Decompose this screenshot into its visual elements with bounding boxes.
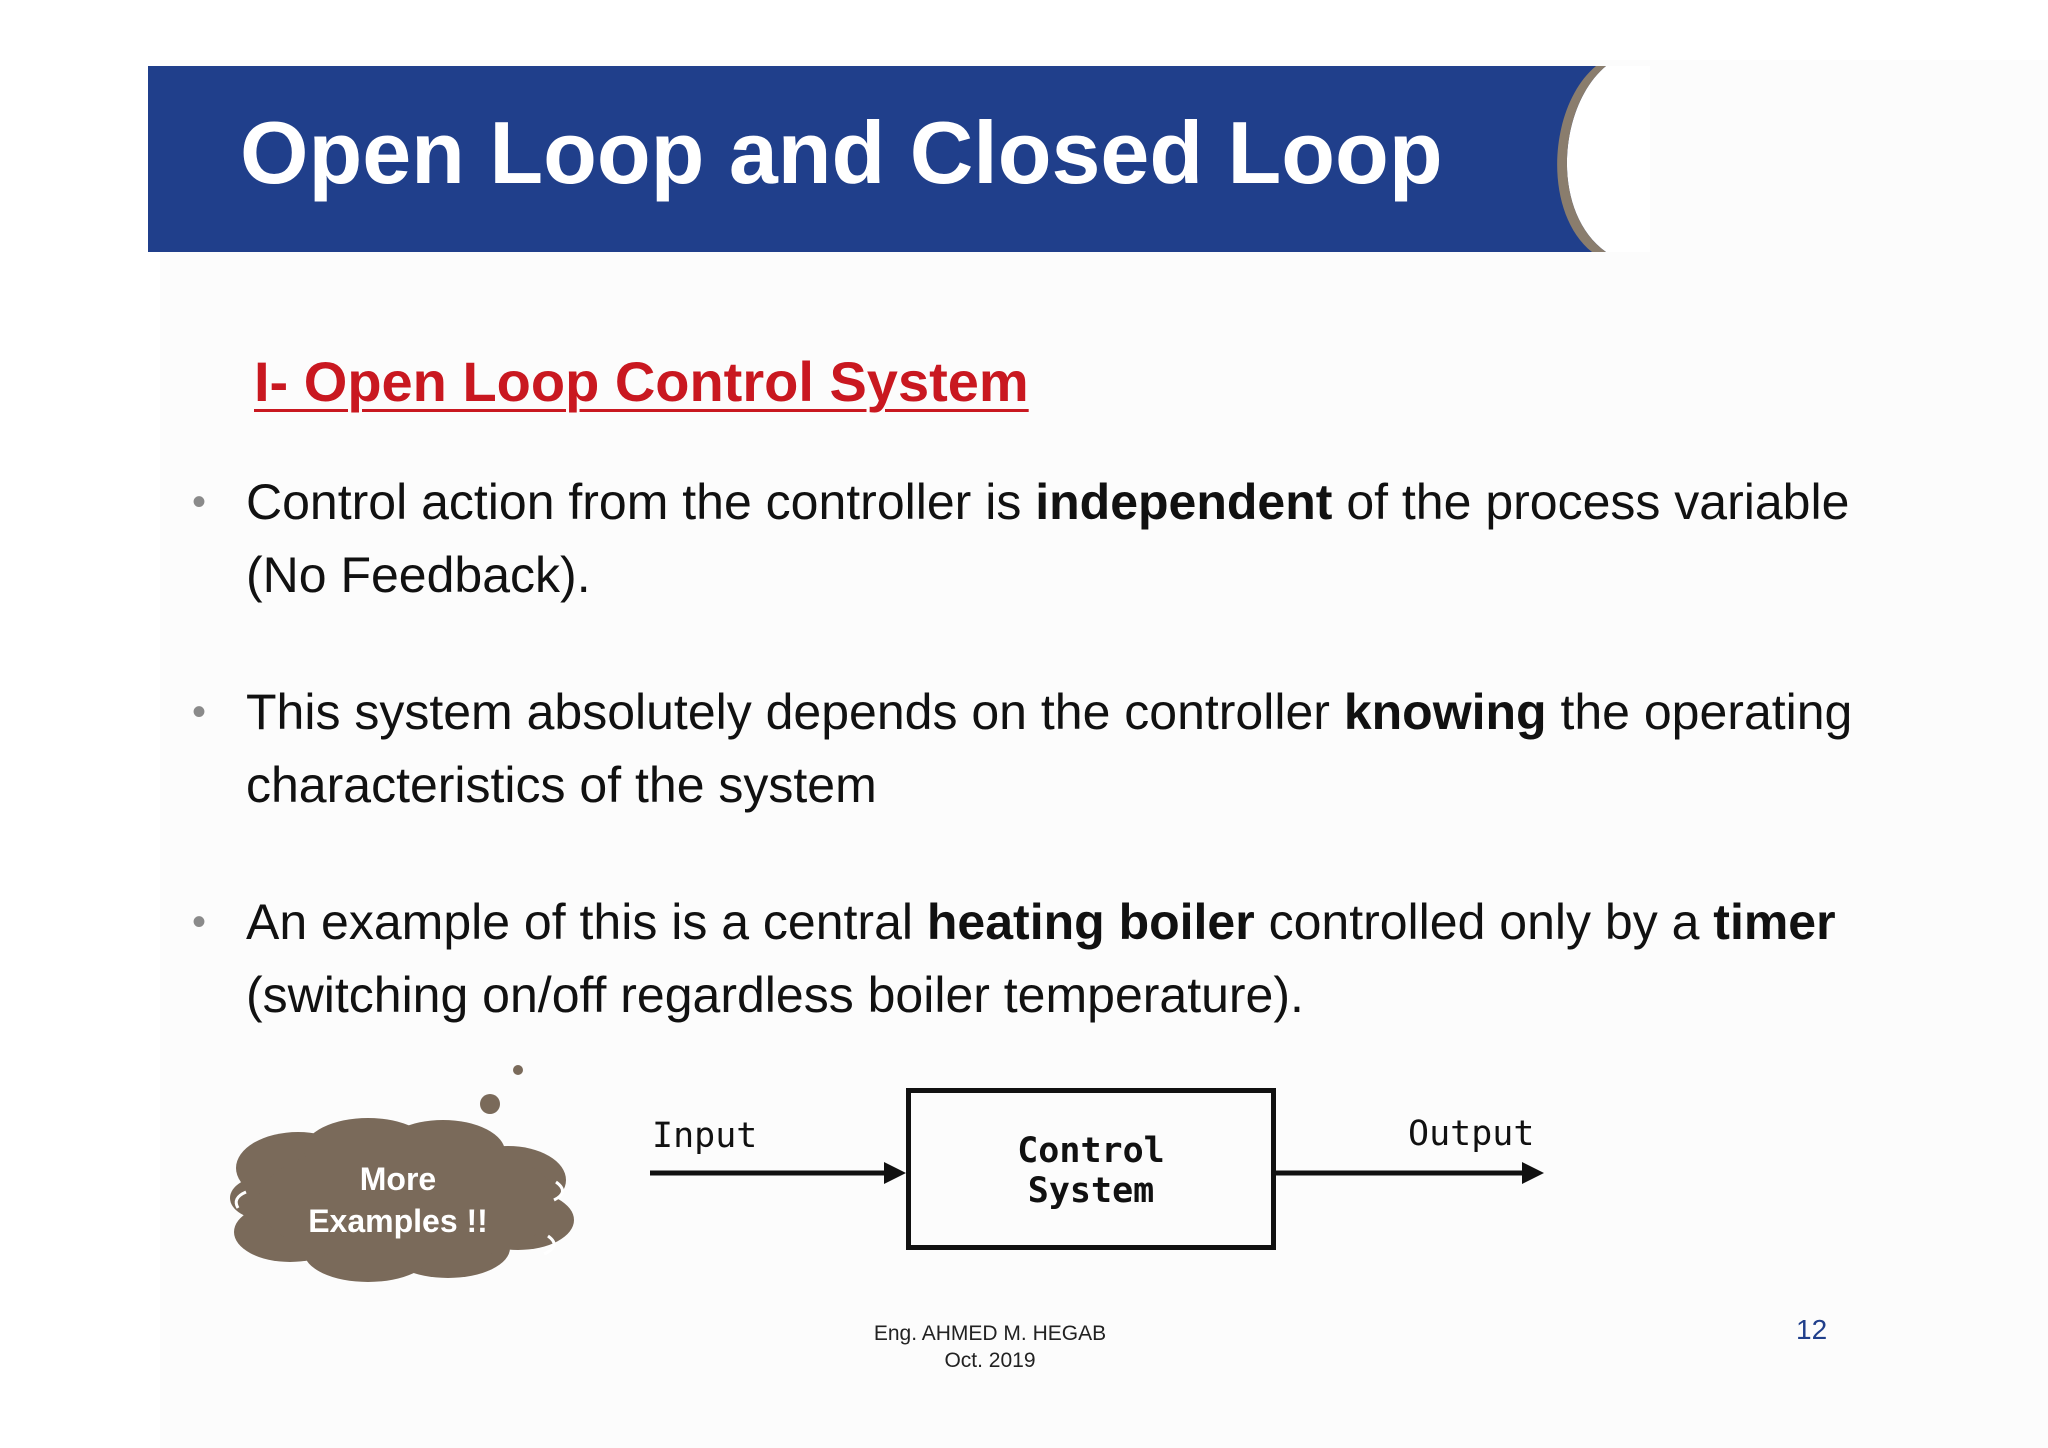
open-loop-block-diagram: Input Output Control System [640, 1080, 1560, 1280]
more-examples-callout[interactable]: More Examples !! [218, 1040, 598, 1285]
bullet-dot-icon: • [192, 480, 207, 524]
callout-text: More Examples !! [248, 1158, 548, 1242]
bullet-item-3: • An example of this is a central heatin… [192, 886, 1872, 1032]
title-curve-decoration [1557, 66, 1650, 252]
footer-date: Oct. 2019 [944, 1349, 1036, 1372]
bullet-3-text-a: An example of this is a central [246, 894, 927, 950]
footer-author: Eng. AHMED M. HEGAB [873, 1322, 1107, 1345]
input-arrow-head [884, 1162, 906, 1184]
box-line-1: Control [1017, 1131, 1165, 1171]
bullet-3-text-b: controlled only by a [1254, 894, 1714, 950]
bullet-1-text-b: of the process variable (No Feedback). [246, 474, 1850, 603]
output-arrow-head [1522, 1162, 1544, 1184]
bullet-1-bold-independent: independent [1035, 474, 1333, 530]
input-label: Input [652, 1116, 758, 1156]
bullet-dot-icon: • [192, 690, 207, 734]
bullet-2-text-a: This system absolutely depends on the co… [246, 684, 1344, 740]
output-label: Output [1408, 1114, 1535, 1154]
bullet-2-bold-knowing: knowing [1343, 684, 1547, 740]
bullet-dot-icon: • [192, 900, 207, 944]
bullet-2-text-b: the operating characteristics of the sys… [246, 684, 1853, 813]
section-heading: I- Open Loop Control System [254, 350, 1029, 413]
bullet-list: • Control action from the controller is … [192, 466, 1872, 1096]
thought-cloud-icon [230, 1065, 574, 1282]
control-system-box: Control System [906, 1088, 1276, 1250]
slide-footer: Eng. AHMED M. HEGAB Oct. 2019 [830, 1320, 1150, 1374]
title-bar [148, 66, 1606, 252]
slide-title: Open Loop and Closed Loop [240, 103, 1443, 202]
bullet-3-text-c: (switching on/off regardless boiler temp… [246, 967, 1304, 1023]
callout-line-1: More [359, 1161, 437, 1197]
control-system-label: Control System [911, 1131, 1271, 1211]
page-number: 12 [1796, 1314, 1828, 1345]
bullet-item-2: • This system absolutely depends on the … [192, 676, 1872, 822]
bullet-item-1: • Control action from the controller is … [192, 466, 1872, 612]
bullet-3-bold-timer: timer [1713, 894, 1836, 950]
diagram-arrows [650, 1162, 1544, 1184]
callout-line-2: Examples !! [308, 1203, 488, 1239]
box-line-2: System [1027, 1171, 1155, 1211]
bullet-3-bold-heating-boiler: heating boiler [926, 894, 1255, 950]
bullet-1-text-a: Control action from the controller is [246, 474, 1036, 530]
